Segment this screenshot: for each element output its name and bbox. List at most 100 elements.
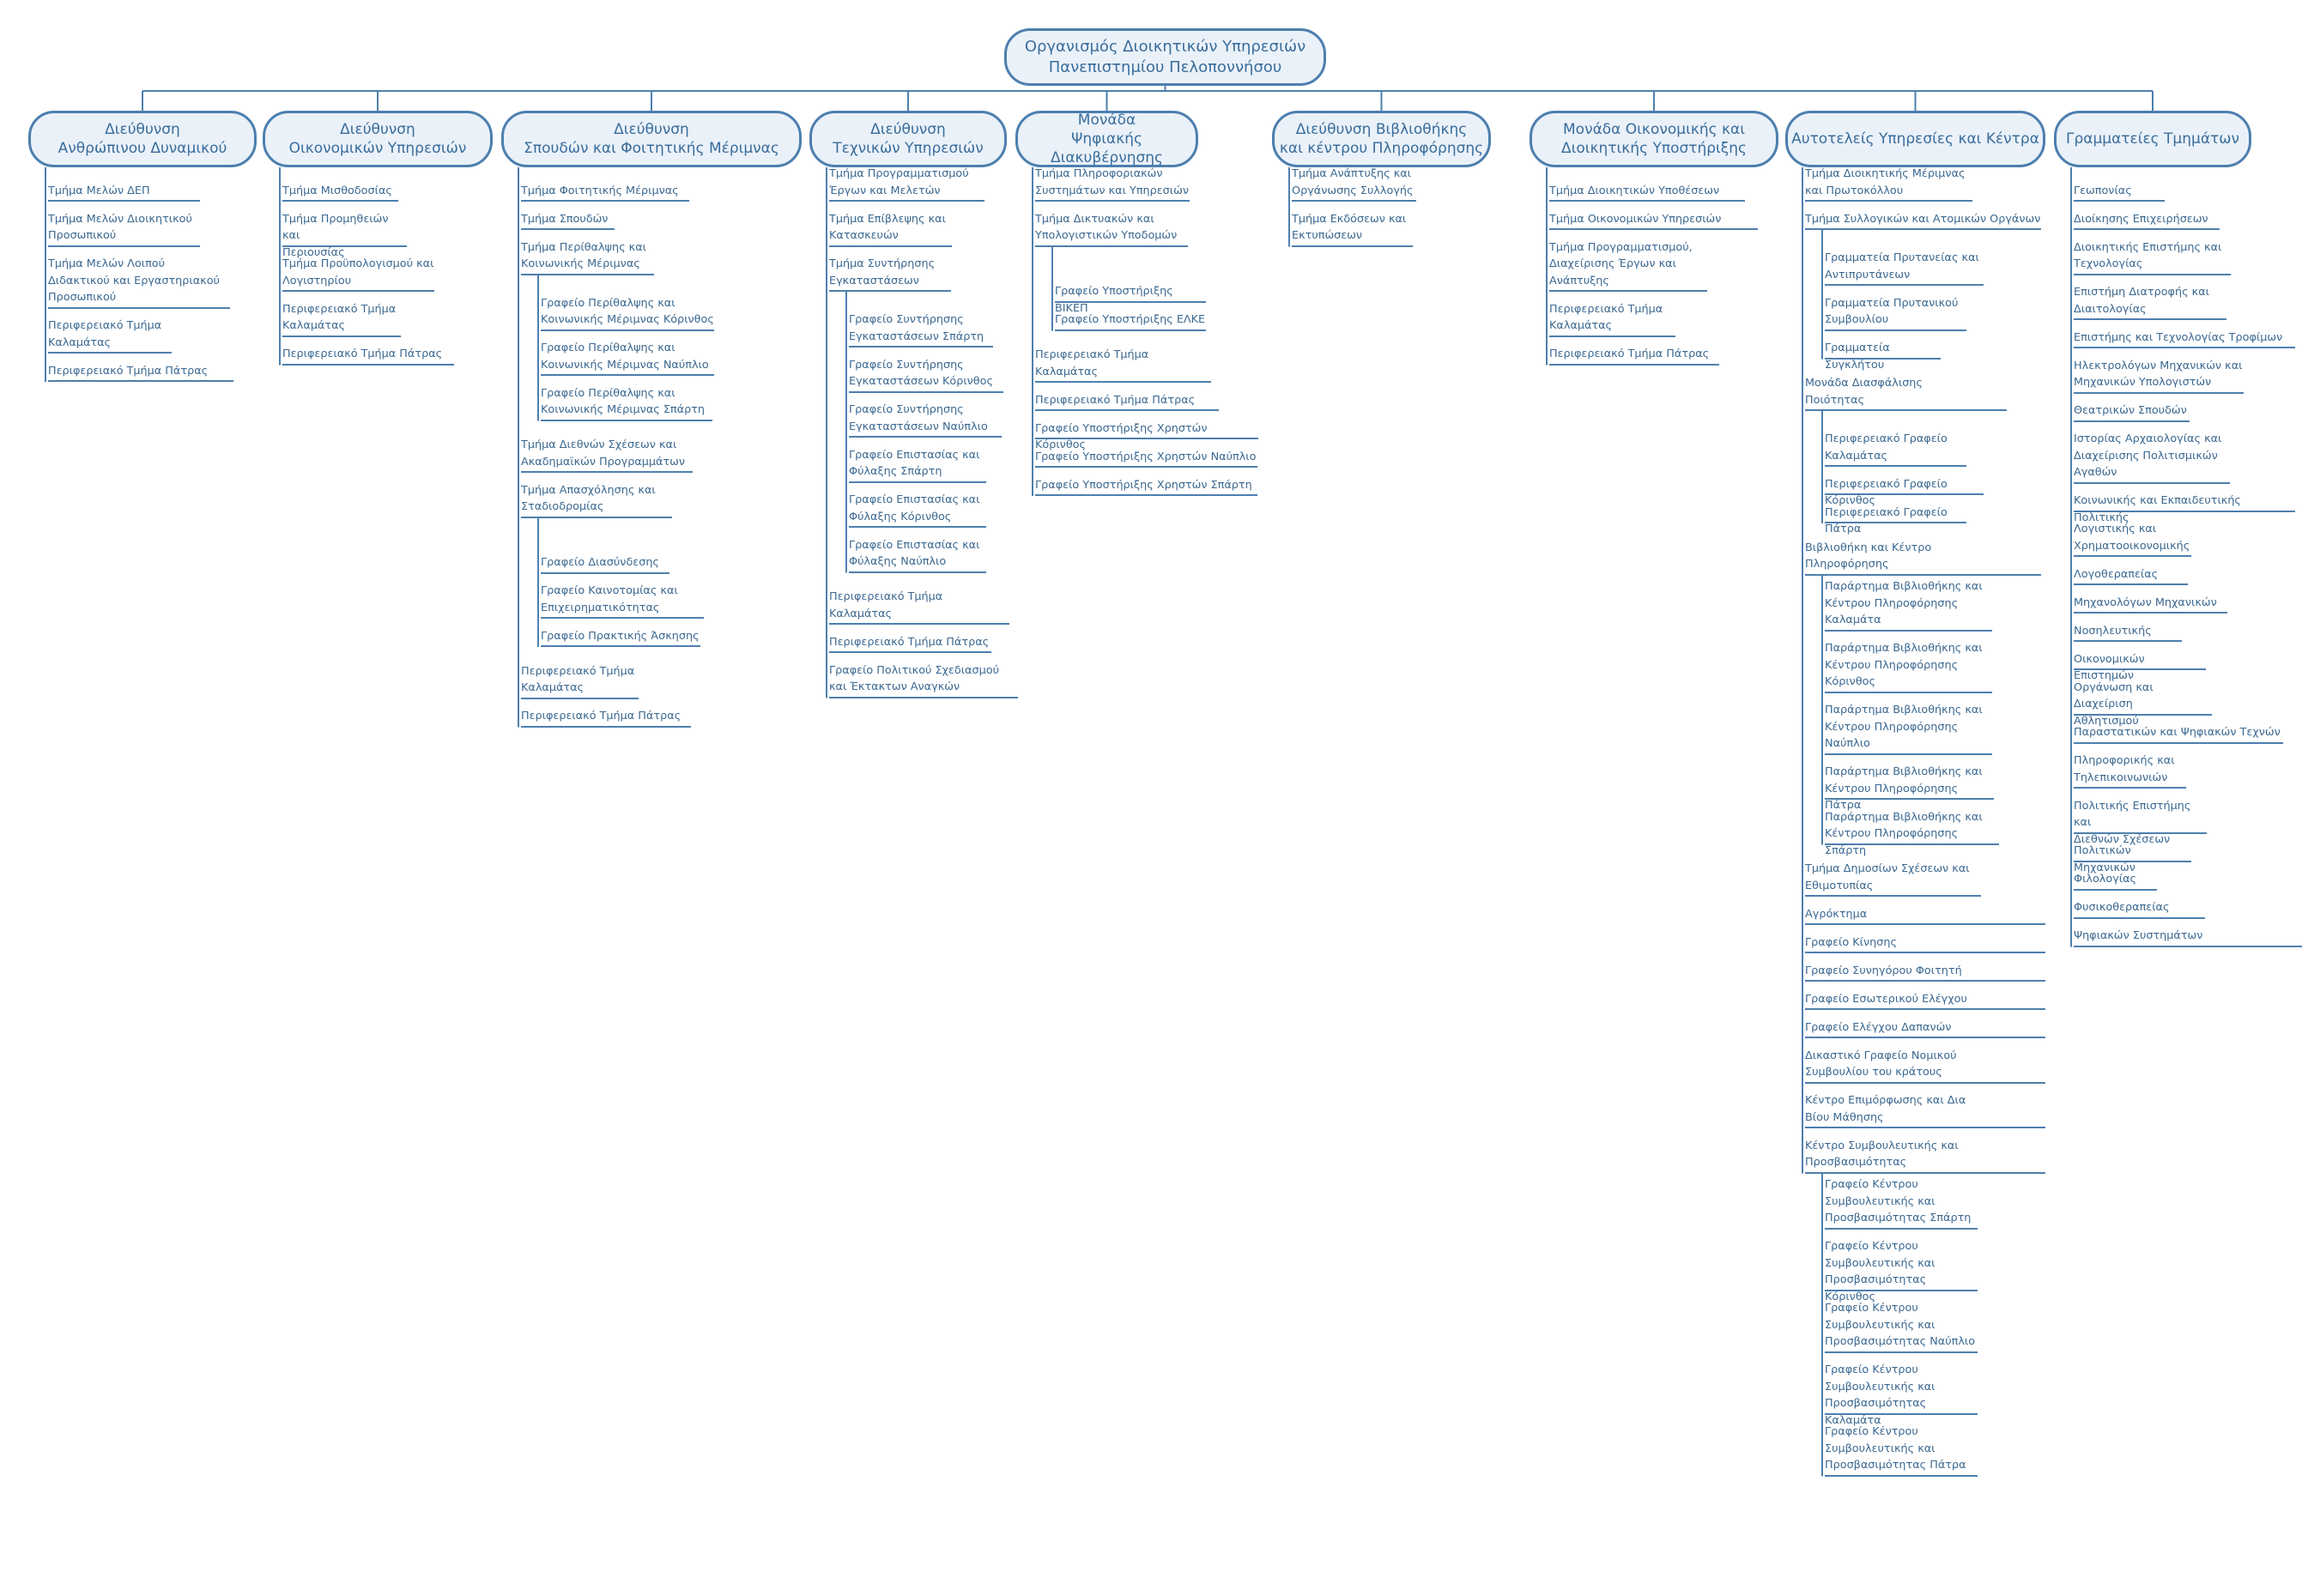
unit-item[interactable]: Τμήμα Απασχόλησης και Σταδιοδρομίας [521, 482, 672, 518]
unit-item[interactable]: Περιφερειακό Τμήμα Καλαμάτας [829, 589, 1009, 625]
column-header-4[interactable]: Διεύθυνση Τεχνικών Υπηρεσιών [809, 111, 1007, 167]
sub-unit-item[interactable]: Γραφείο Υποστήριξης ΕΛΚΕ [1055, 311, 1206, 331]
unit-item[interactable]: Οικονομικών Επιστημών [2074, 651, 2206, 682]
unit-item[interactable]: Περιφερειακό Τμήμα Καλαμάτας [1549, 301, 1675, 337]
unit-item[interactable]: Τμήμα Προγραμματισμού, Διαχείρισης Έργων… [1549, 239, 1707, 292]
unit-item[interactable]: Τμήμα Διοικητικής Μέριμνας και Πρωτοκόλλ… [1805, 166, 1972, 202]
unit-item[interactable]: Γραφείο Εσωτερικού Ελέγχου [1805, 991, 2045, 1010]
unit-item[interactable]: Λογιστικής και Χρηματοοικονομικής [2074, 521, 2191, 557]
unit-item[interactable]: Τμήμα Μισθοδοσίας [282, 183, 398, 202]
sub-unit-item[interactable]: Γραφείο Διασύνδεσης [541, 554, 669, 574]
sub-unit-item[interactable]: Γραφείο Κέντρου Συμβουλευτικής και Προσβ… [1825, 1362, 1978, 1427]
unit-item[interactable]: Διοικητικής Επιστήμης και Τεχνολογίας [2074, 239, 2231, 275]
unit-item[interactable]: Γραφείο Υποστήριξης Χρηστών Ναύπλιο [1035, 449, 1257, 468]
column-header-1[interactable]: Διεύθυνση Ανθρώπινου Δυναμικού [28, 111, 257, 167]
sub-unit-item[interactable]: Περιφερειακό Γραφείο Πάτρα [1825, 505, 1966, 535]
sub-unit-item[interactable]: Γραφείο Καινοτομίας και Επιχειρηματικότη… [541, 583, 704, 619]
unit-item[interactable]: Τμήμα Προγραμματισμού Έργων και Μελετών [829, 166, 984, 202]
unit-item[interactable]: Διοίκησης Επιχειρήσεων [2074, 211, 2220, 230]
unit-item[interactable]: Πληροφορικής και Τηλεπικοινωνιών [2074, 753, 2186, 789]
unit-item[interactable]: Τμήμα Διεθνών Σχέσεων και Ακαδημαϊκών Πρ… [521, 437, 693, 473]
sub-unit-item[interactable]: Γραφείο Συντήρησης Εγκαταστάσεων Ναύπλιο [849, 402, 1002, 438]
unit-item[interactable]: Τμήμα Συντήρησης Εγκαταστάσεων [829, 256, 951, 292]
unit-item[interactable]: Ιστορίας Αρχαιολογίας και Διαχείρισης Πο… [2074, 431, 2230, 484]
unit-item[interactable]: Περιφερειακό Τμήμα Καλαμάτας [1035, 347, 1211, 383]
unit-item[interactable]: Ηλεκτρολόγων Μηχανικών και Μηχανικών Υπο… [2074, 358, 2244, 394]
sub-unit-item[interactable]: Γραφείο Πρακτικής Άσκησης [541, 628, 700, 647]
unit-item[interactable]: Γραφείο Συνηγόρου Φοιτητή [1805, 963, 2045, 982]
unit-item[interactable]: Τμήμα Οικονομικών Υπηρεσιών [1549, 211, 1758, 230]
sub-unit-item[interactable]: Γραφείο Κέντρου Συμβουλευτικής και Προσβ… [1825, 1300, 1978, 1353]
unit-item[interactable]: Περιφερειακό Τμήμα Πάτρας [1549, 346, 1719, 366]
sub-unit-item[interactable]: Γραμματεία Πρυτανείας και Αντιπρυτάνεων [1825, 250, 1984, 286]
unit-item[interactable]: Περιφερειακό Τμήμα Καλαμάτας [282, 301, 401, 337]
sub-unit-item[interactable]: Γραφείο Επιστασίας και Φύλαξης Σπάρτη [849, 447, 986, 483]
unit-item[interactable]: Περιφερειακό Τμήμα Πάτρας [48, 363, 233, 382]
unit-item[interactable]: Κέντρο Επιμόρφωσης και Δια Βίου Μάθησης [1805, 1092, 2045, 1128]
sub-unit-item[interactable]: Γραμματεία Συγκλήτου [1825, 340, 1941, 372]
sub-unit-item[interactable]: Παράρτημα Βιβλιοθήκης και Κέντρου Πληροφ… [1825, 809, 1999, 857]
unit-item[interactable]: Τμήμα Συλλογικών και Ατομικών Οργάνων [1805, 211, 2041, 230]
unit-item[interactable]: Περιφερειακό Τμήμα Πάτρας [282, 346, 454, 366]
unit-item[interactable]: Μονάδα Διασφάλισης Ποιότητας [1805, 375, 2007, 411]
unit-item[interactable]: Μηχανολόγων Μηχανικών [2074, 595, 2227, 614]
unit-item[interactable]: Πολιτικής Επιστήμης και Διεθνών Σχέσεων [2074, 798, 2207, 846]
unit-item[interactable]: Περιφερειακό Τμήμα Καλαμάτας [48, 317, 172, 354]
sub-unit-item[interactable]: Γραφείο Κέντρου Συμβουλευτικής και Προσβ… [1825, 1424, 1978, 1477]
unit-item[interactable]: Λογοθεραπείας [2074, 566, 2188, 585]
sub-unit-item[interactable]: Παράρτημα Βιβλιοθήκης και Κέντρου Πληροφ… [1825, 640, 1992, 693]
unit-item[interactable]: Τμήμα Πληροφοριακών Συστημάτων και Υπηρε… [1035, 166, 1190, 202]
column-header-7[interactable]: Μονάδα Οικονομικής και Διοικητικής Υποστ… [1530, 111, 1778, 167]
unit-item[interactable]: Τμήμα Εκδόσεων και Εκτυπώσεων [1292, 211, 1413, 247]
unit-item[interactable]: Τμήμα Επίβλεψης και Κατασκευών [829, 211, 952, 247]
unit-item[interactable]: Περιφερειακό Τμήμα Πάτρας [1035, 392, 1219, 411]
sub-unit-item[interactable]: Γραφείο Συντήρησης Εγκαταστάσεων Κόρινθο… [849, 357, 1003, 393]
sub-unit-item[interactable]: Γραφείο Υποστήριξης ΒΙΚΕΠ [1055, 283, 1206, 315]
unit-item[interactable]: Γεωπονίας [2074, 183, 2165, 202]
unit-item[interactable]: Τμήμα Προμηθειών και Περιουσίας [282, 211, 407, 259]
unit-item[interactable]: Ψηφιακών Συστημάτων [2074, 928, 2302, 947]
sub-unit-item[interactable]: Γραφείο Επιστασίας και Φύλαξης Κόρινθος [849, 492, 986, 528]
unit-item[interactable]: Γραφείο Υποστήριξης Χρηστών Σπάρτη [1035, 477, 1257, 496]
column-header-2[interactable]: Διεύθυνση Οικονομικών Υπηρεσιών [263, 111, 493, 167]
unit-item[interactable]: Τμήμα Μελών Λοιπού Διδακτικού και Εργαστ… [48, 256, 230, 309]
column-header-5[interactable]: Μονάδα Ψηφιακής Διακυβέρνησης [1015, 111, 1198, 167]
sub-unit-item[interactable]: Γραμματεία Πρυτανικού Συμβουλίου [1825, 295, 1966, 331]
unit-item[interactable]: Οργάνωση και Διαχείριση Αθλητισμού [2074, 680, 2212, 728]
column-header-8[interactable]: Αυτοτελείς Υπηρεσίες και Κέντρα [1785, 111, 2045, 167]
unit-item[interactable]: Τμήμα Ανάπτυξης και Οργάνωσης Συλλογής [1292, 166, 1416, 202]
unit-item[interactable]: Τμήμα Προϋπολογισμού και Λογιστηρίου [282, 256, 434, 292]
unit-item[interactable]: Τμήμα Διοικητικών Υποθέσεων [1549, 183, 1745, 202]
column-header-6[interactable]: Διεύθυνση Βιβλιοθήκης και κέντρου Πληροφ… [1272, 111, 1491, 167]
sub-unit-item[interactable]: Γραφείο Επιστασίας και Φύλαξης Ναύπλιο [849, 537, 986, 573]
root-node[interactable]: Οργανισμός Διοικητικών Υπηρεσιών Πανεπισ… [1004, 28, 1326, 86]
unit-item[interactable]: Νοσηλευτικής [2074, 623, 2182, 642]
unit-item[interactable]: Τμήμα Δημοσίων Σχέσεων και Εθιμοτυπίας [1805, 861, 1981, 897]
unit-item[interactable]: Κοινωνικής και Εκπαιδευτικής Πολιτικής [2074, 493, 2295, 524]
unit-item[interactable]: Θεατρικών Σπουδών [2074, 402, 2190, 422]
unit-item[interactable]: Περιφερειακό Τμήμα Πάτρας [521, 708, 691, 728]
sub-unit-item[interactable]: Γραφείο Περίθαλψης και Κοινωνικής Μέριμν… [541, 340, 714, 376]
column-header-3[interactable]: Διεύθυνση Σπουδών και Φοιτητικής Μέριμνα… [501, 111, 802, 167]
unit-item[interactable]: Τμήμα Φοιτητικής Μέριμνας [521, 183, 689, 202]
unit-item[interactable]: Τμήμα Δικτυακών και Υπολογιστικών Υποδομ… [1035, 211, 1188, 247]
sub-unit-item[interactable]: Γραφείο Κέντρου Συμβουλευτικής και Προσβ… [1825, 1238, 1978, 1303]
unit-item[interactable]: Περιφερειακό Τμήμα Πάτρας [829, 634, 991, 653]
sub-unit-item[interactable]: Γραφείο Περίθαλψης και Κοινωνικής Μέριμν… [541, 295, 714, 331]
sub-unit-item[interactable]: Περιφερειακό Γραφείο Καλαμάτας [1825, 431, 1966, 467]
unit-item[interactable]: Τμήμα Μελών Διοικητικού Προσωπικού [48, 211, 200, 247]
unit-item[interactable]: Πολιτικών Μηχανικών [2074, 843, 2191, 874]
sub-unit-item[interactable]: Γραφείο Περίθαλψης και Κοινωνικής Μέριμν… [541, 385, 712, 421]
unit-item[interactable]: Γραφείο Υποστήριξης Χρηστών Κόρινθος [1035, 420, 1258, 451]
unit-item[interactable]: Φιλολογίας [2074, 871, 2157, 891]
unit-item[interactable]: Κέντρο Συμβουλευτικής και Προσβασιμότητα… [1805, 1138, 2045, 1174]
sub-unit-item[interactable]: Παράρτημα Βιβλιοθήκης και Κέντρου Πληροφ… [1825, 764, 1994, 812]
unit-item[interactable]: Αγρόκτημα [1805, 906, 2045, 925]
unit-item[interactable]: Επιστήμη Διατροφής και Διαιτολογίας [2074, 284, 2226, 320]
unit-item[interactable]: Δικαστικό Γραφείο Νομικού Συμβουλίου του… [1805, 1048, 2045, 1084]
unit-item[interactable]: Γραφείο Πολιτικού Σχεδιασμού και Έκτακτω… [829, 662, 1018, 698]
unit-item[interactable]: Τμήμα Περίθαλψης και Κοινωνικής Μέριμνας [521, 239, 654, 275]
unit-item[interactable]: Τμήμα Μελών ΔΕΠ [48, 183, 200, 202]
unit-item[interactable]: Επιστήμης και Τεχνολογίας Τροφίμων [2074, 329, 2295, 348]
column-header-9[interactable]: Γραμματείες Τμημάτων [2054, 111, 2251, 167]
